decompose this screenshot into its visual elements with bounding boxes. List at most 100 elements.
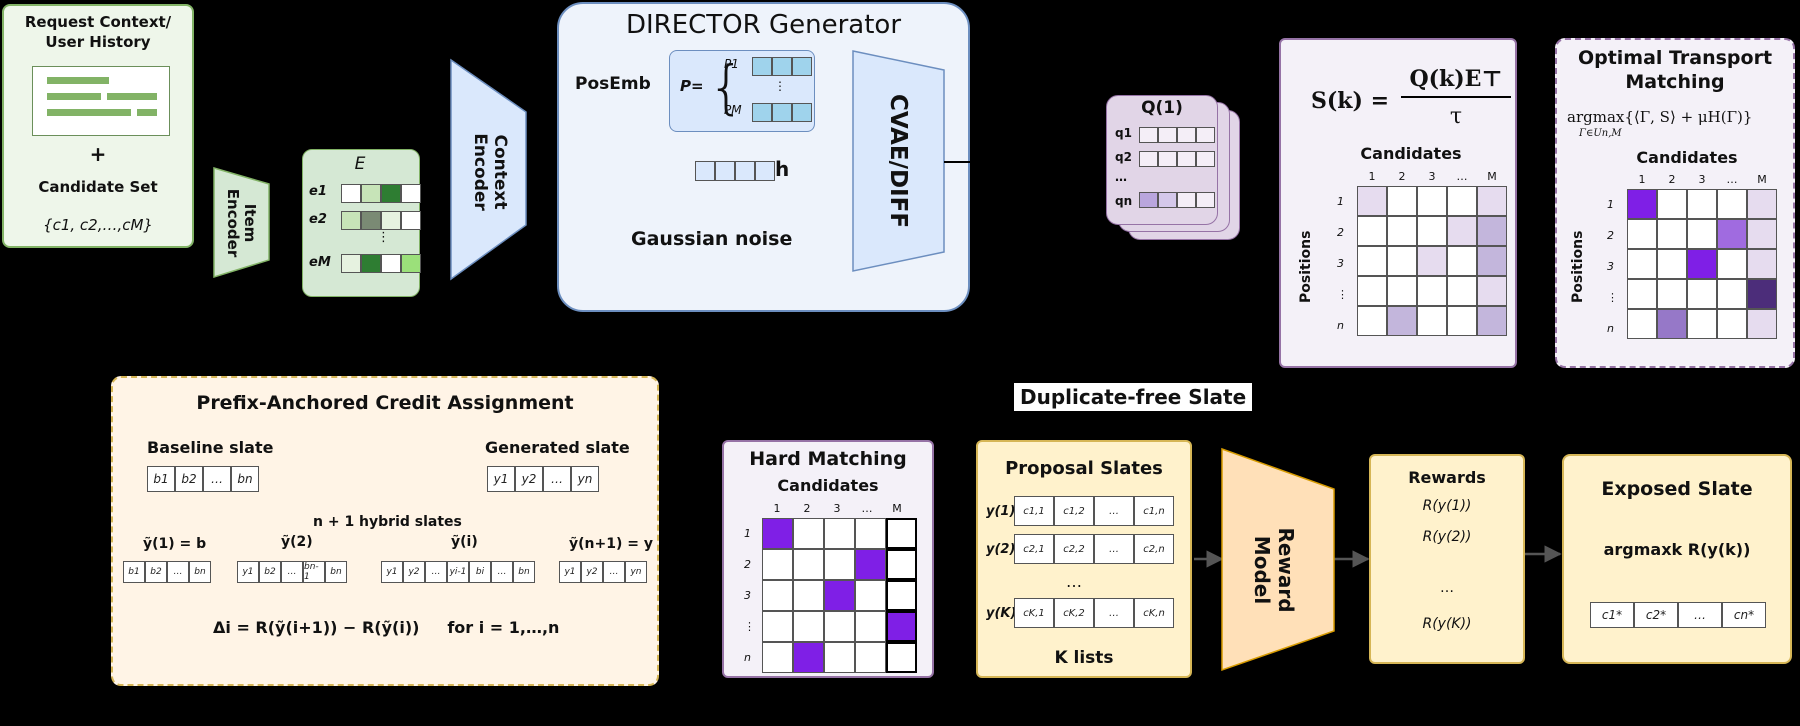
score-col-label: M [1487, 170, 1497, 183]
baseline-slate-label: Baseline slate [147, 438, 274, 457]
proposal-cell: cK,1 [1014, 598, 1054, 628]
matrix-cell [855, 611, 886, 642]
slate-cell: b1 [147, 466, 175, 492]
matrix-cell [793, 549, 824, 580]
matrix-cell [1477, 186, 1507, 216]
q-row-label: … [1115, 170, 1127, 184]
slate-cell: … [281, 561, 303, 583]
matrix-cell [1357, 276, 1387, 306]
matrix-cell [762, 580, 793, 611]
matrix-cell [793, 611, 824, 642]
matrix-cell [1357, 306, 1387, 336]
hard-row-label: ⋮ [744, 620, 755, 633]
matrix-cell [1357, 186, 1387, 216]
matrix-cell [1747, 219, 1777, 249]
score-row-label: ⋮ [1337, 288, 1348, 301]
h-label: h [775, 157, 790, 181]
p-label: P= [680, 77, 704, 95]
matrix-cell [1447, 246, 1477, 276]
slate-cell: y1 [487, 466, 515, 492]
proposal-row-label: y(K) [986, 605, 1017, 621]
slate-cell: bn-1 [303, 561, 325, 583]
proposal-cell: … [1094, 534, 1134, 564]
matrix-cell [1417, 186, 1447, 216]
matrix-cell [824, 518, 855, 549]
hybrid-n-label: ỹ(n+1) = y [569, 536, 653, 552]
slate-cell: b2 [175, 466, 203, 492]
slate-cell: y1 [237, 561, 259, 583]
embedding-row-label: eM [309, 255, 331, 270]
reward-item: R(y(2)) [1422, 529, 1472, 545]
hard-title: Hard Matching [749, 448, 907, 470]
hard-col-label: 1 [773, 502, 781, 515]
score-formula-num: Q(k)E⊤ [1401, 66, 1511, 98]
matrix-cell [1717, 189, 1747, 219]
candidate-set-formula: {c1, c2,…,cM} [43, 216, 153, 234]
request-context-box: Request Context/ User History + Candidat… [2, 4, 194, 248]
proposal-cell: … [1066, 571, 1082, 591]
matrix-cell [1387, 276, 1417, 306]
hard-col-label: 3 [833, 502, 841, 515]
q-vector [1139, 127, 1215, 143]
score-col-label: 3 [1428, 170, 1436, 183]
slate-cell: b2 [145, 561, 167, 583]
matrix-cell [1387, 306, 1417, 336]
matrix-cell [1447, 186, 1477, 216]
slate-cell: y1 [559, 561, 581, 583]
ot-row-label: 1 [1607, 198, 1614, 211]
duplicate-free-label: Duplicate-free Slate [1014, 383, 1253, 411]
matrix-cell [1357, 246, 1387, 276]
embedding-title: E [354, 154, 366, 174]
slate-cell: … [491, 561, 513, 583]
slate-cell: b1 [123, 561, 145, 583]
embedding-vector [341, 184, 421, 203]
matrix-cell [855, 518, 886, 549]
p-row-label: ⋮ [774, 79, 786, 93]
posemb-matrix-box: P= { P1 ⋮ PM [669, 50, 815, 132]
reward-item: … [1440, 580, 1454, 596]
q-row-label: q2 [1115, 150, 1132, 164]
slate-cell: bn [231, 466, 259, 492]
hard-col-label: … [861, 502, 873, 515]
score-row-label: n [1337, 319, 1344, 332]
ot-row-label: n [1607, 322, 1614, 335]
matrix-cell [1717, 309, 1747, 339]
exposed-slate-box: Exposed Slate argmaxk R(y(k)) c1*c2*…cn* [1562, 454, 1792, 664]
proposal-row-label: y(1) [986, 503, 1016, 519]
gaussian-noise-label: Gaussian noise [631, 228, 793, 250]
q-vector [1139, 151, 1215, 167]
matrix-cell [824, 642, 855, 673]
matrix-cell [1447, 306, 1477, 336]
credit-assignment-box: Prefix-Anchored Credit Assignment Baseli… [111, 376, 659, 686]
matrix-cell [886, 642, 917, 673]
slate-cell: bn [513, 561, 535, 583]
matrix-cell [1687, 309, 1717, 339]
matrix-cell [824, 611, 855, 642]
credit-title: Prefix-Anchored Credit Assignment [196, 392, 574, 414]
slate-cell: bn [189, 561, 211, 583]
matrix-cell [1747, 279, 1777, 309]
score-formula-lhs: S(k) = [1311, 88, 1390, 114]
ot-row-label: ⋮ [1607, 291, 1618, 304]
ot-col-label: 3 [1698, 173, 1706, 186]
hard-matching-grid [762, 518, 917, 673]
ot-row-label: 3 [1607, 260, 1614, 273]
slate-cell: y2 [515, 466, 543, 492]
matrix-cell [824, 580, 855, 611]
proposal-title: Proposal Slates [1005, 458, 1163, 479]
matrix-cell [1747, 249, 1777, 279]
slate-cell: c1* [1590, 602, 1634, 628]
score-col-label: … [1456, 170, 1468, 183]
hybrid-i-label: ỹ(i) [451, 534, 478, 550]
matrix-cell [1477, 276, 1507, 306]
director-title: DIRECTOR Generator [625, 10, 902, 40]
